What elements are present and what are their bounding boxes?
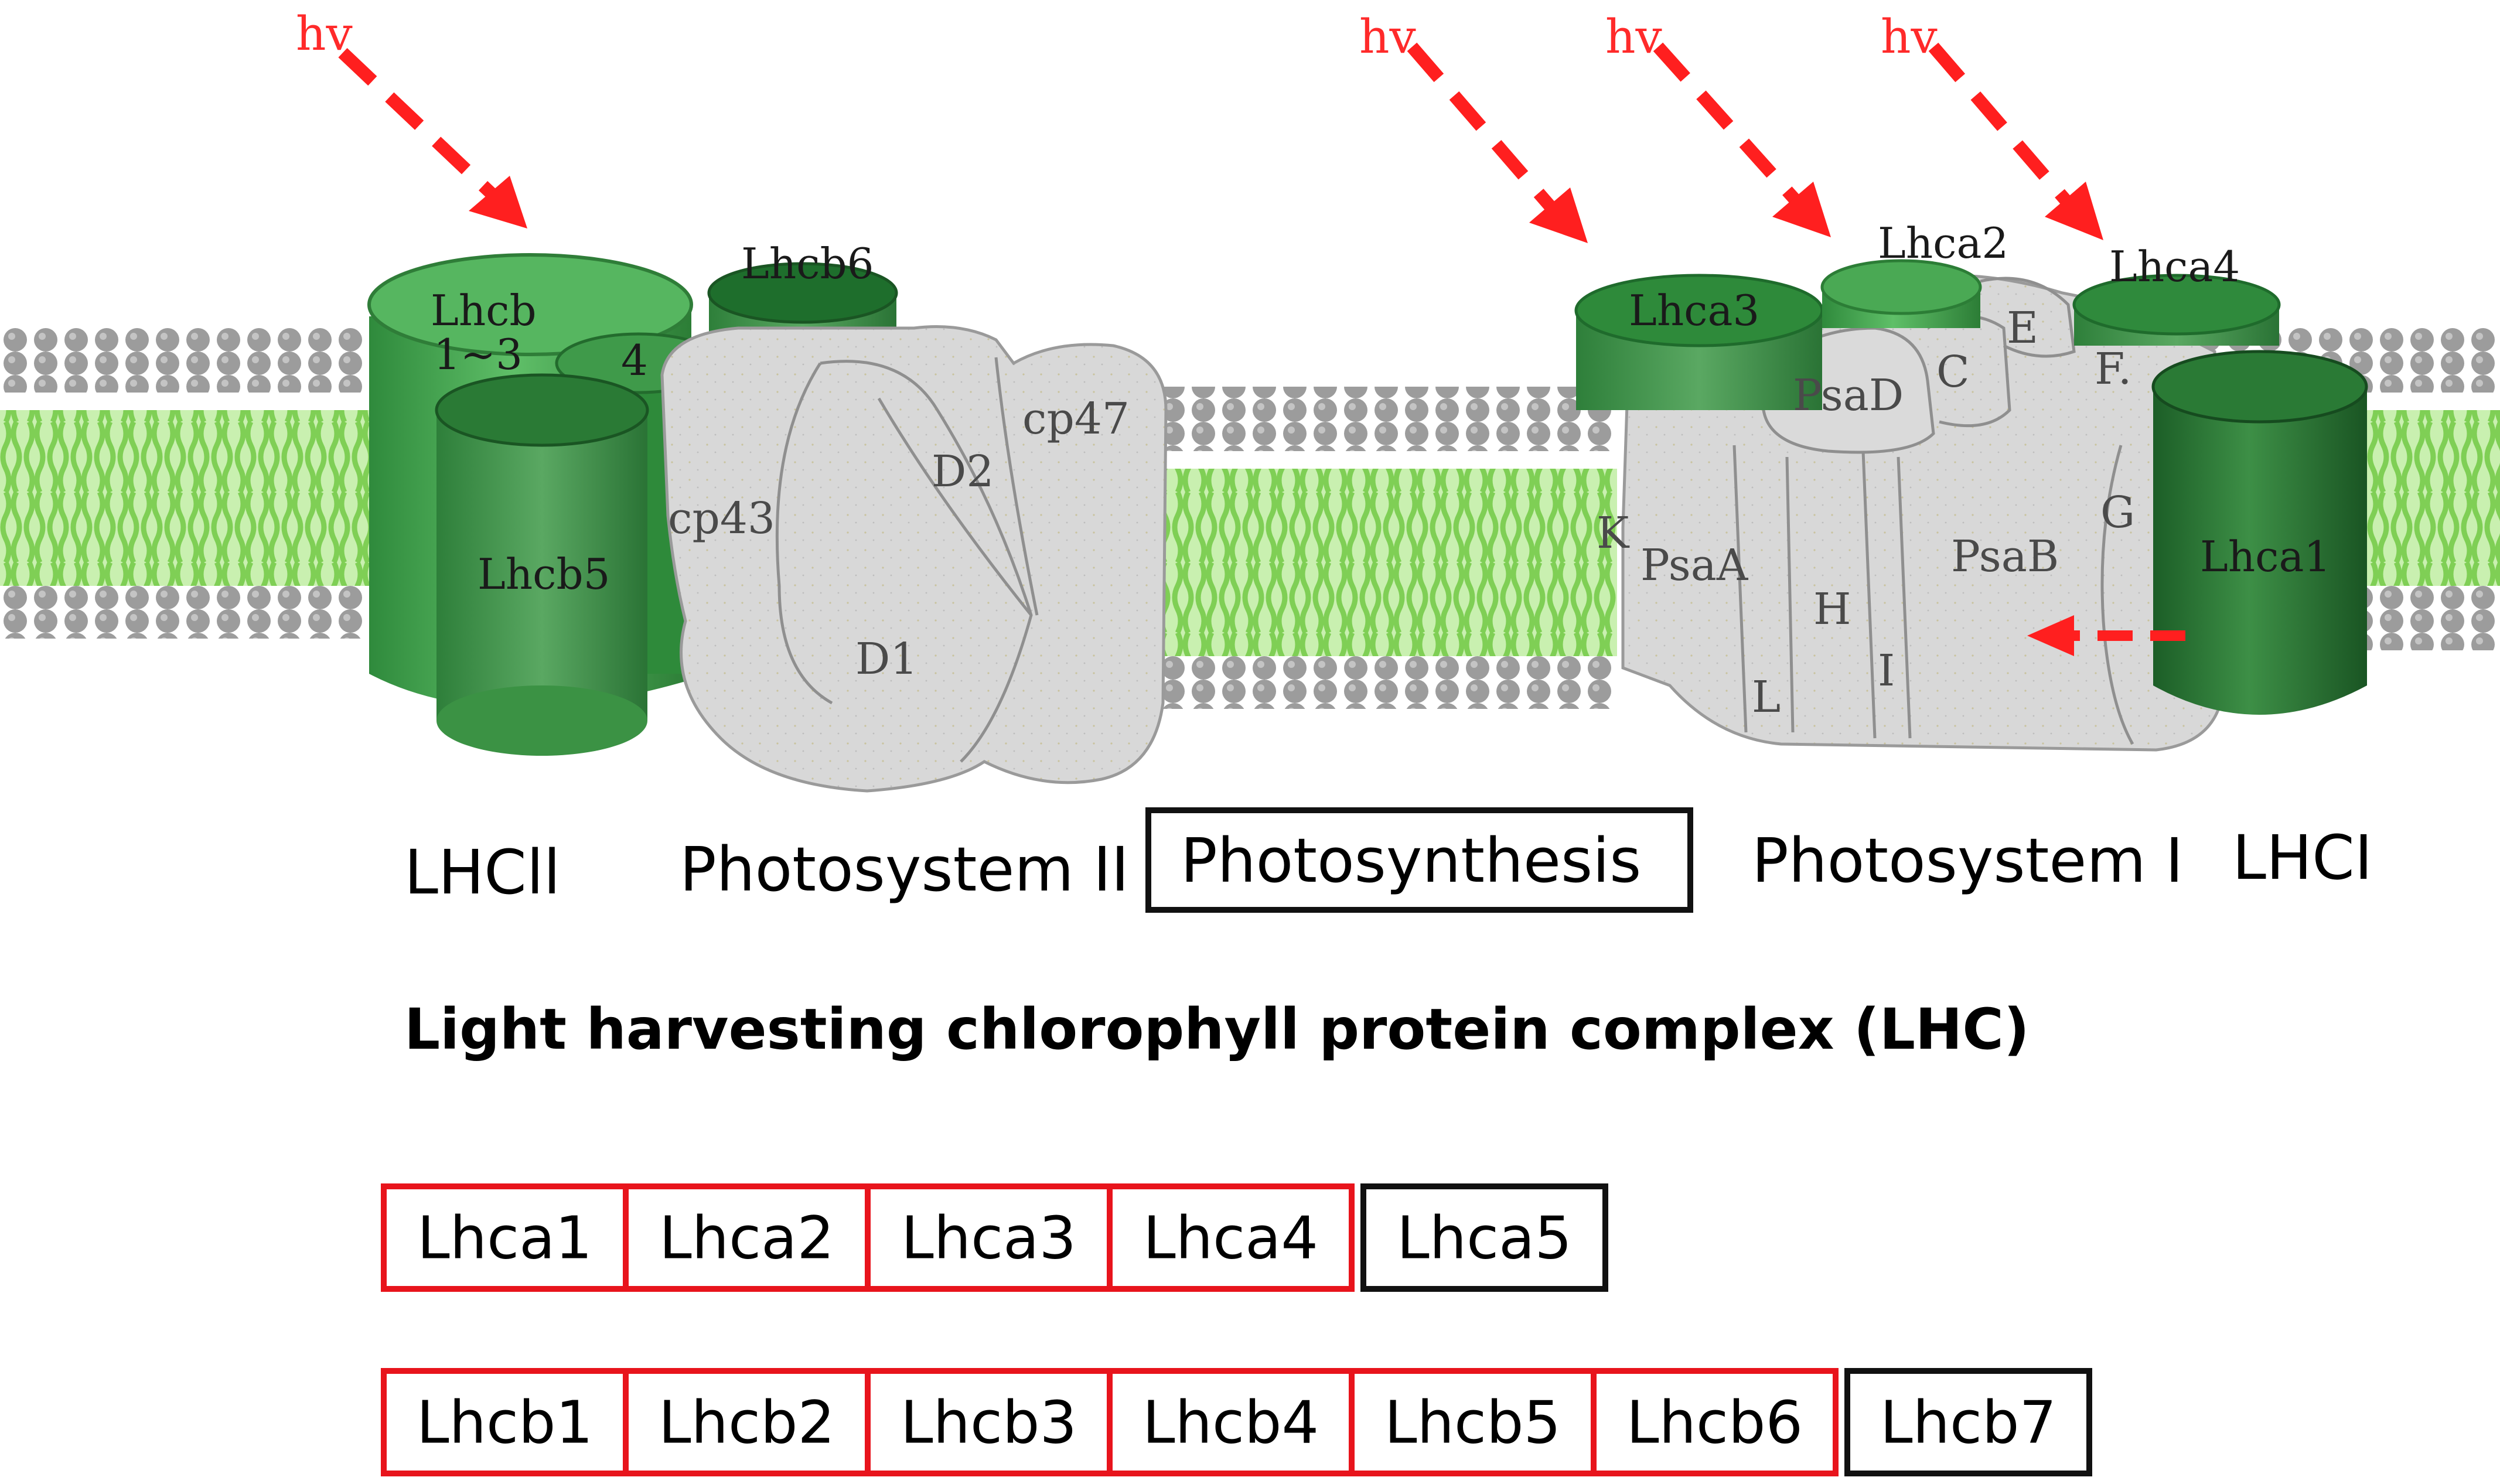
lhcii-label: LHCll [404,837,561,908]
lhca-gene-row: Lhca1 Lhca2 Lhca3 Lhca4 Lhca5 [381,1183,1608,1292]
photosystem-ii-protein [660,325,1168,793]
subunit-k-label: K [1597,508,1630,558]
lhca1-label: Lhca1 [2200,532,2331,581]
gene-label-lhcb4: Lhcb4 [1142,1389,1319,1457]
gene-label-lhcb6: Lhcb6 [1626,1389,1803,1457]
lhca4-label: Lhca4 [2109,242,2240,291]
lhci-complex [1574,259,2368,715]
gene-cell-border [1591,1368,1839,1476]
thylakoid-membrane [0,328,2500,709]
gene-label-lhca4: Lhca4 [1143,1204,1318,1273]
psaa-label: PsaA [1640,540,1749,591]
lhcb13-label: Lhcb [431,286,537,335]
hv-label: hv [1605,9,1662,64]
d1-label: D1 [855,634,918,684]
gene-label-lhcb1: Lhcb1 [417,1389,593,1457]
lhcb-gene-row: Lhcb1 Lhcb2 Lhcb3 Lhcb4 Lhcb5 Lhcb6 Lhcb7 [381,1368,2092,1476]
gene-cell-border [1107,1183,1355,1292]
subunit-e-label: E [2007,303,2038,353]
gene-label-lhcb2: Lhcb2 [659,1389,835,1457]
lhcb5-label: Lhcb5 [478,550,610,599]
gene-label-lhca1: Lhca1 [417,1204,592,1273]
lhcb13-label: 1~3 [434,330,523,379]
gene-label-lhcb7: Lhcb7 [1880,1389,2056,1457]
gene-cell-border [1844,1368,2092,1476]
lhcb6-label: Lhcb6 [741,239,874,288]
complex-labels: LHCll Photosystem II Photosynthesis Phot… [404,807,2372,913]
photosystem-ii-label: Photosystem II [680,834,1129,905]
light-arrows [338,42,2185,656]
photosynthesis-box [1145,807,1693,913]
subunit-l-label: L [1752,672,1781,722]
gene-cell-border [1360,1183,1608,1292]
psad-label: PsaD [1793,370,1904,421]
section-title: Light harvesting chlorophyll protein com… [404,997,2030,1062]
hv-label: hv [296,6,353,61]
cp47-label: cp47 [1022,394,1130,444]
subunit-i-label: I [1878,646,1895,696]
gene-label-lhcb5: Lhcb5 [1384,1389,1561,1457]
subunit-g-label: G [2100,487,2135,538]
lhca3-label: Lhca3 [1629,286,1759,335]
subunit-h-label: H [1813,584,1851,634]
hv-label: hv [1359,9,1416,64]
gene-label-lhca2: Lhca2 [659,1204,834,1273]
lhci-label: LHCI [2232,822,2372,893]
hv-label: hv [1881,9,1938,64]
cp43-label: cp43 [668,493,775,544]
lhca2-label: Lhca2 [1878,219,2008,268]
subunit-f-label: F. [2095,344,2131,394]
photosynthesis-label: Photosynthesis [1181,825,1641,896]
photosystem-i-label: Photosystem I [1752,825,2183,896]
subunit-c-label: C [1936,347,1970,397]
psab-label: PsaB [1951,531,2059,582]
gene-label-lhca3: Lhca3 [901,1204,1076,1273]
d2-label: D2 [932,446,994,497]
lhcb4-label: 4 [621,336,648,385]
membrane-labels: hv hv hv hv Lhcb 1~3 4 Lhcb5 Lhcb6 cp43 … [296,6,2331,722]
gene-label-lhcb3: Lhcb3 [901,1389,1077,1457]
gene-label-lhca5: Lhca5 [1397,1204,1572,1273]
